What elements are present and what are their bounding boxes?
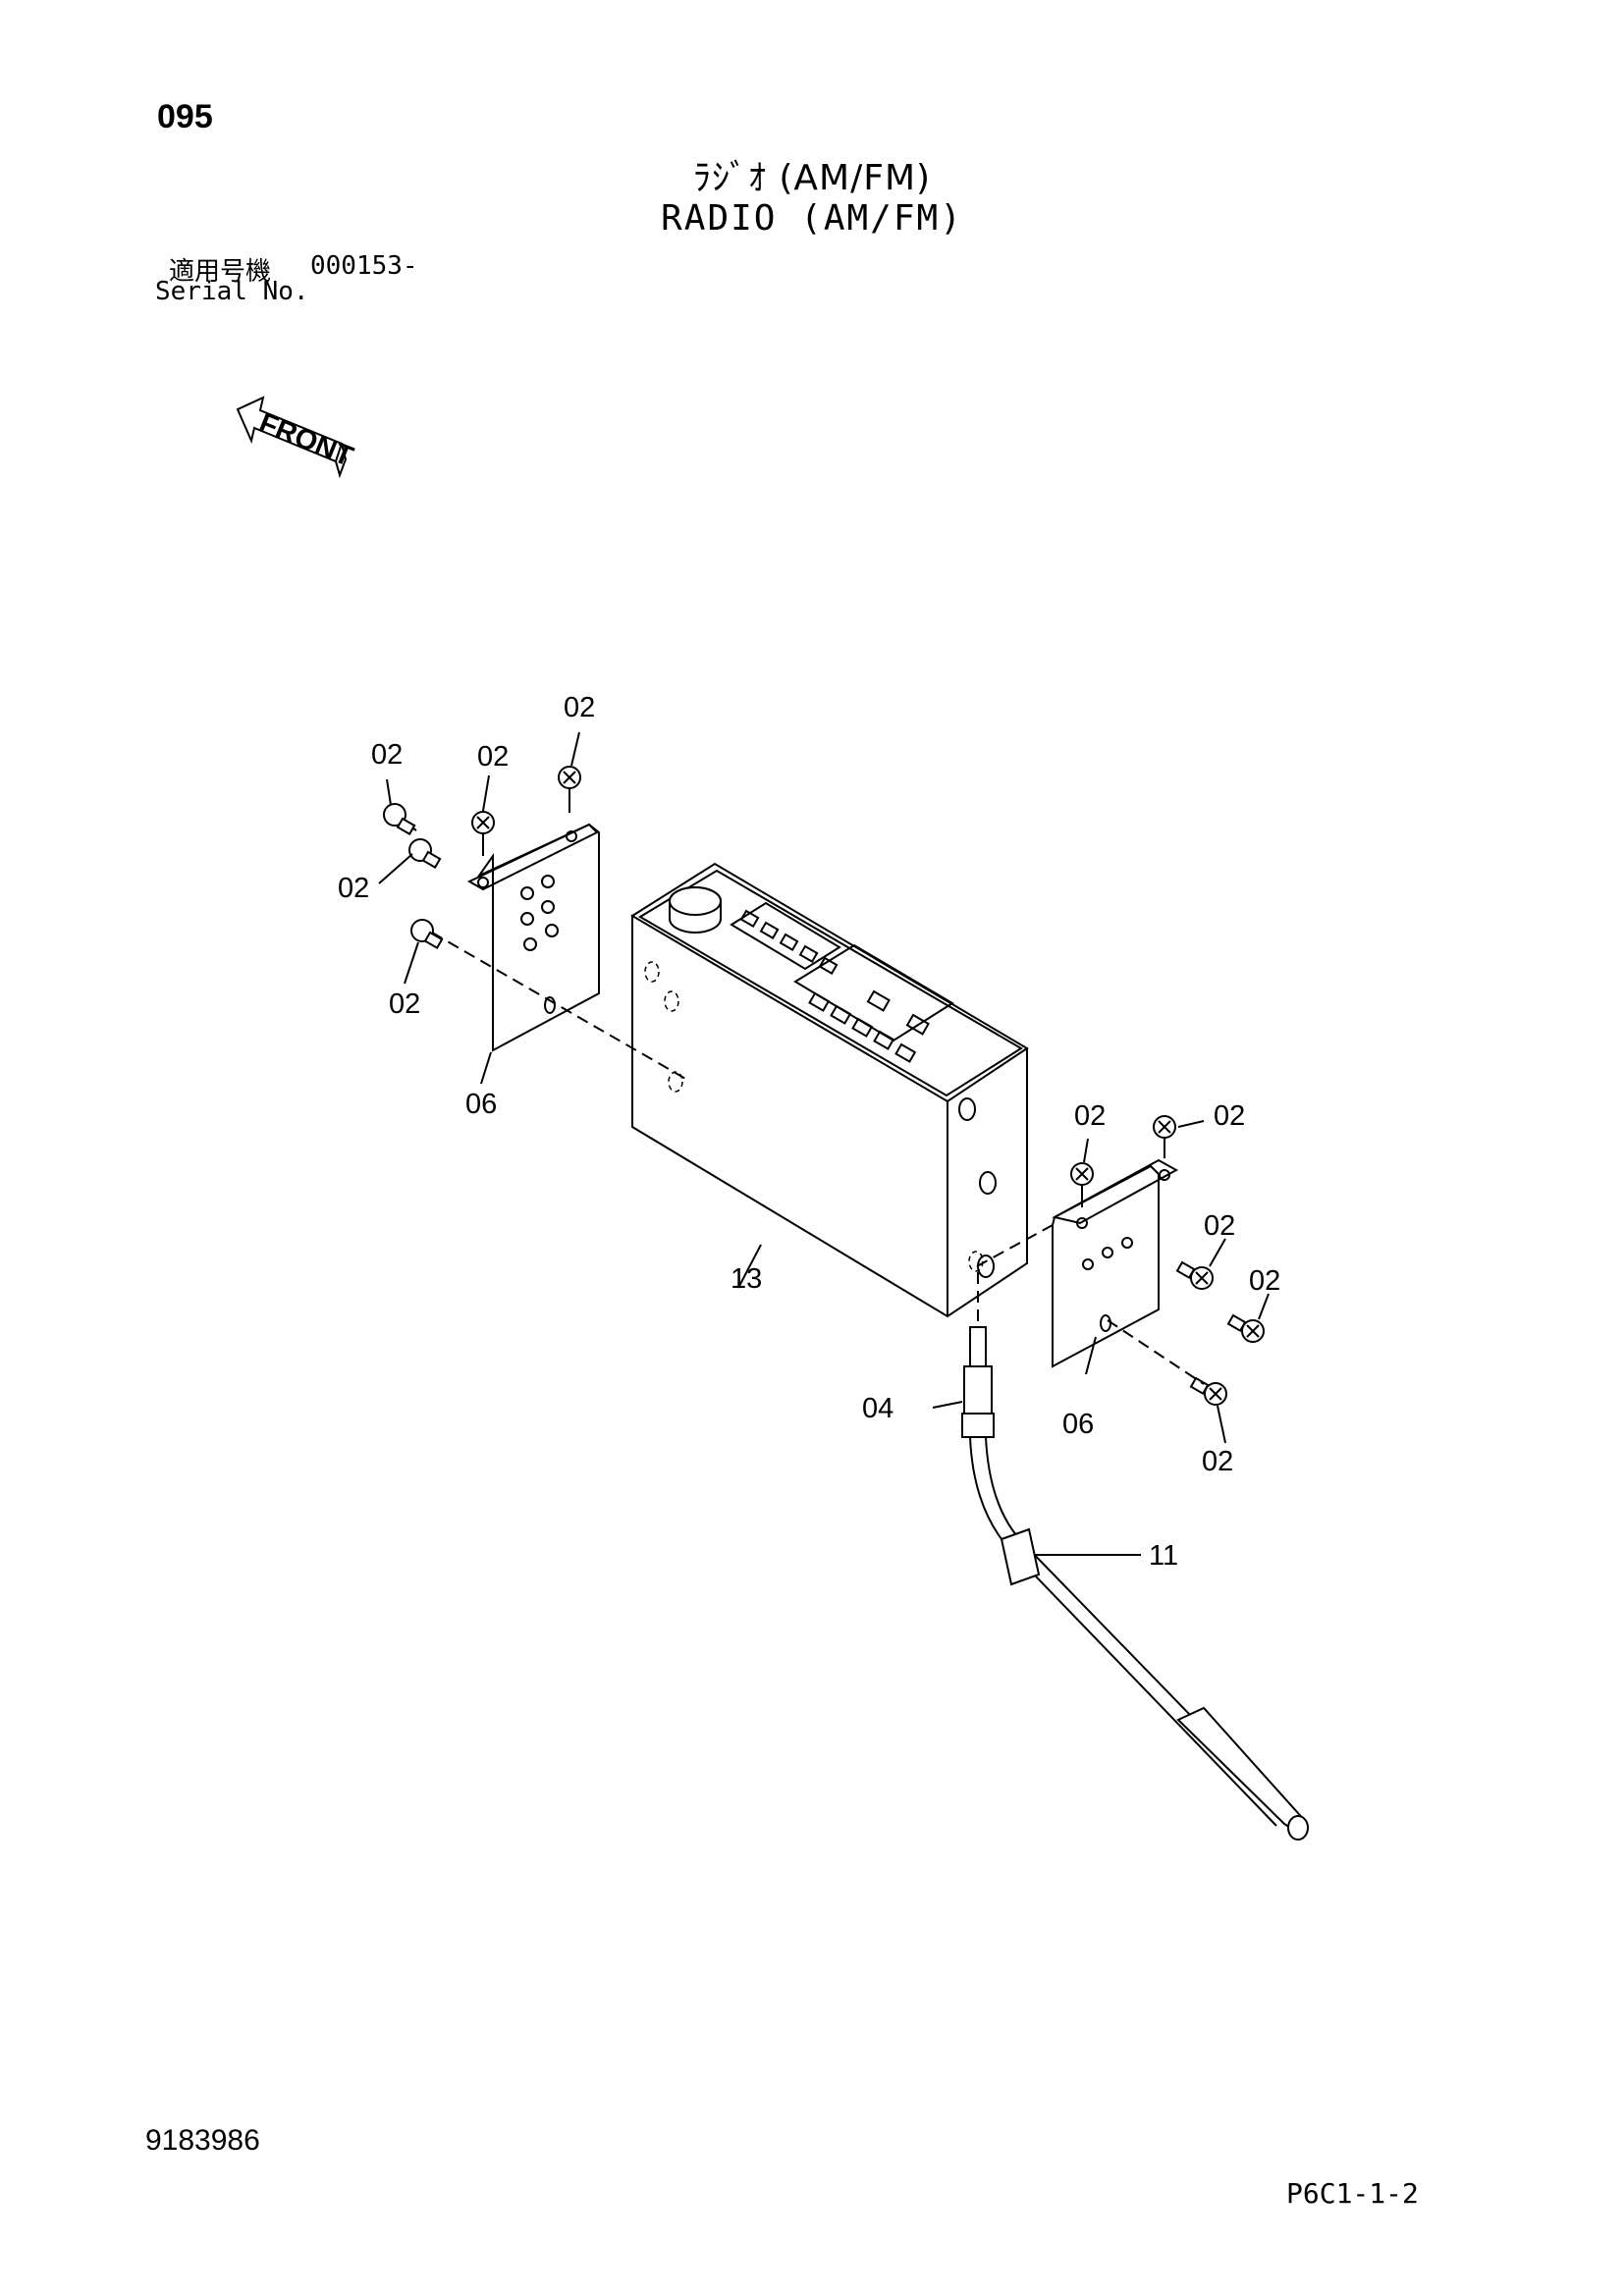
bracket-left: [466, 823, 600, 1052]
callout-screw: 02: [477, 741, 509, 773]
callout-screw: 02: [389, 988, 420, 1020]
callout-radio: 13: [731, 1263, 762, 1295]
screw-icon: [408, 838, 442, 870]
drawing-number: 9183986: [145, 2124, 260, 2157]
callout-clip: 11: [1149, 1540, 1178, 1572]
callout-bracket-left: 06: [465, 1089, 497, 1120]
leader-lines: [378, 731, 1270, 1556]
screw-icon: [558, 766, 581, 813]
screw-icon: [471, 811, 495, 856]
callout-screw: 02: [1202, 1446, 1233, 1477]
screw-icon: [1070, 1162, 1094, 1207]
radio-unit: [630, 862, 1029, 1318]
serial-value: 000153-: [310, 251, 418, 281]
antenna-cable: [969, 1436, 1309, 1841]
callout-connector: 04: [862, 1393, 893, 1424]
title-english: RADIO (AM/FM): [661, 198, 963, 239]
screw-icon: [1175, 1260, 1214, 1290]
sheet-reference: P6C1-1-2: [1286, 2177, 1419, 2210]
screw-icon: [1153, 1115, 1176, 1158]
callout-screw: 02: [564, 692, 595, 723]
callout-screw: 02: [1214, 1100, 1245, 1132]
front-arrow-icon: FRONT: [236, 396, 357, 479]
title-japanese: ﾗｼﾞｵ (AM/FM): [692, 158, 932, 198]
front-label: FRONT: [254, 407, 357, 473]
page-number: 095: [157, 98, 213, 135]
serial-label-japanese: 適用号機: [169, 257, 272, 287]
screw-icon: [1189, 1376, 1227, 1406]
callout-screw: 02: [371, 739, 403, 771]
callout-screw: 02: [1204, 1210, 1235, 1242]
callout-bracket-right: 06: [1062, 1409, 1094, 1440]
callout-screw: 02: [1074, 1100, 1106, 1132]
bracket-right: [1052, 1158, 1179, 1368]
connector-plug: [961, 1272, 995, 1438]
screw-icon: [410, 919, 444, 950]
screw-icon: [383, 803, 417, 836]
serial-label-english: Serial No.: [155, 277, 309, 306]
screw-icon: [1226, 1313, 1265, 1343]
callout-screw: 02: [1249, 1265, 1280, 1297]
callout-screw: 02: [338, 873, 369, 904]
